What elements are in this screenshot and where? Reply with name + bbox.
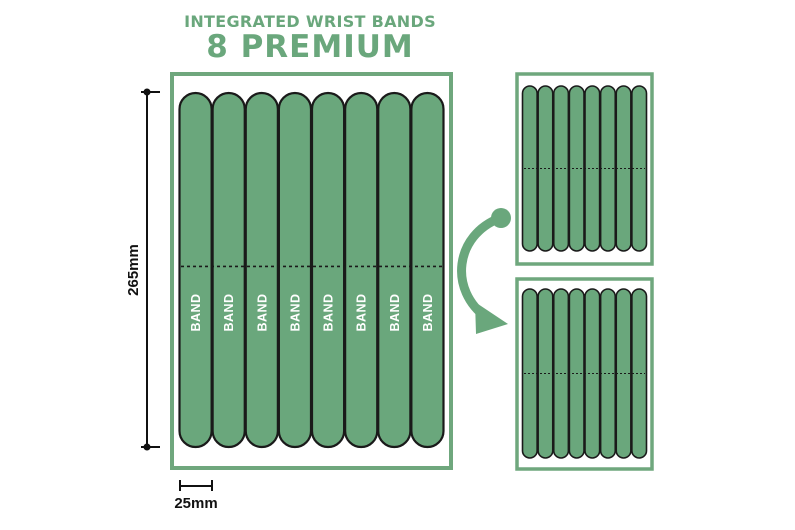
curved-arrow-icon (457, 208, 511, 334)
small-sheet-top (515, 72, 654, 266)
subtitle: INTEGRATED WRIST BANDS (184, 12, 436, 31)
band-label: BAND (388, 293, 402, 331)
main-sheet: BAND BAND BAND BAND BAND BAND BAND BAND (170, 72, 453, 470)
wristband (410, 91, 445, 449)
height-dimension-dot-bottom (143, 443, 151, 451)
band-label: BAND (355, 293, 369, 331)
height-dimension-dot-top (143, 88, 151, 96)
small-sheet-bottom (515, 277, 654, 471)
band-label: BAND (189, 293, 203, 331)
band-label: BAND (255, 293, 269, 331)
band-label: BAND (421, 293, 435, 331)
wristband (277, 91, 313, 449)
band-label: BAND (222, 293, 236, 331)
width-label: 25mm (174, 495, 217, 512)
height-label: 265mm (125, 244, 142, 296)
wristband (377, 91, 412, 449)
band-label: BAND (288, 293, 302, 331)
page-title: 8 PREMIUM (206, 29, 414, 65)
dimension-markers: 265mm 25mm (125, 88, 218, 512)
wristband (310, 91, 346, 449)
wristband (631, 288, 648, 459)
wristband (244, 91, 279, 449)
wristband (211, 91, 246, 449)
wristband (344, 91, 379, 449)
wristband (631, 85, 648, 252)
wristband (178, 91, 213, 449)
band-label: BAND (322, 293, 336, 331)
